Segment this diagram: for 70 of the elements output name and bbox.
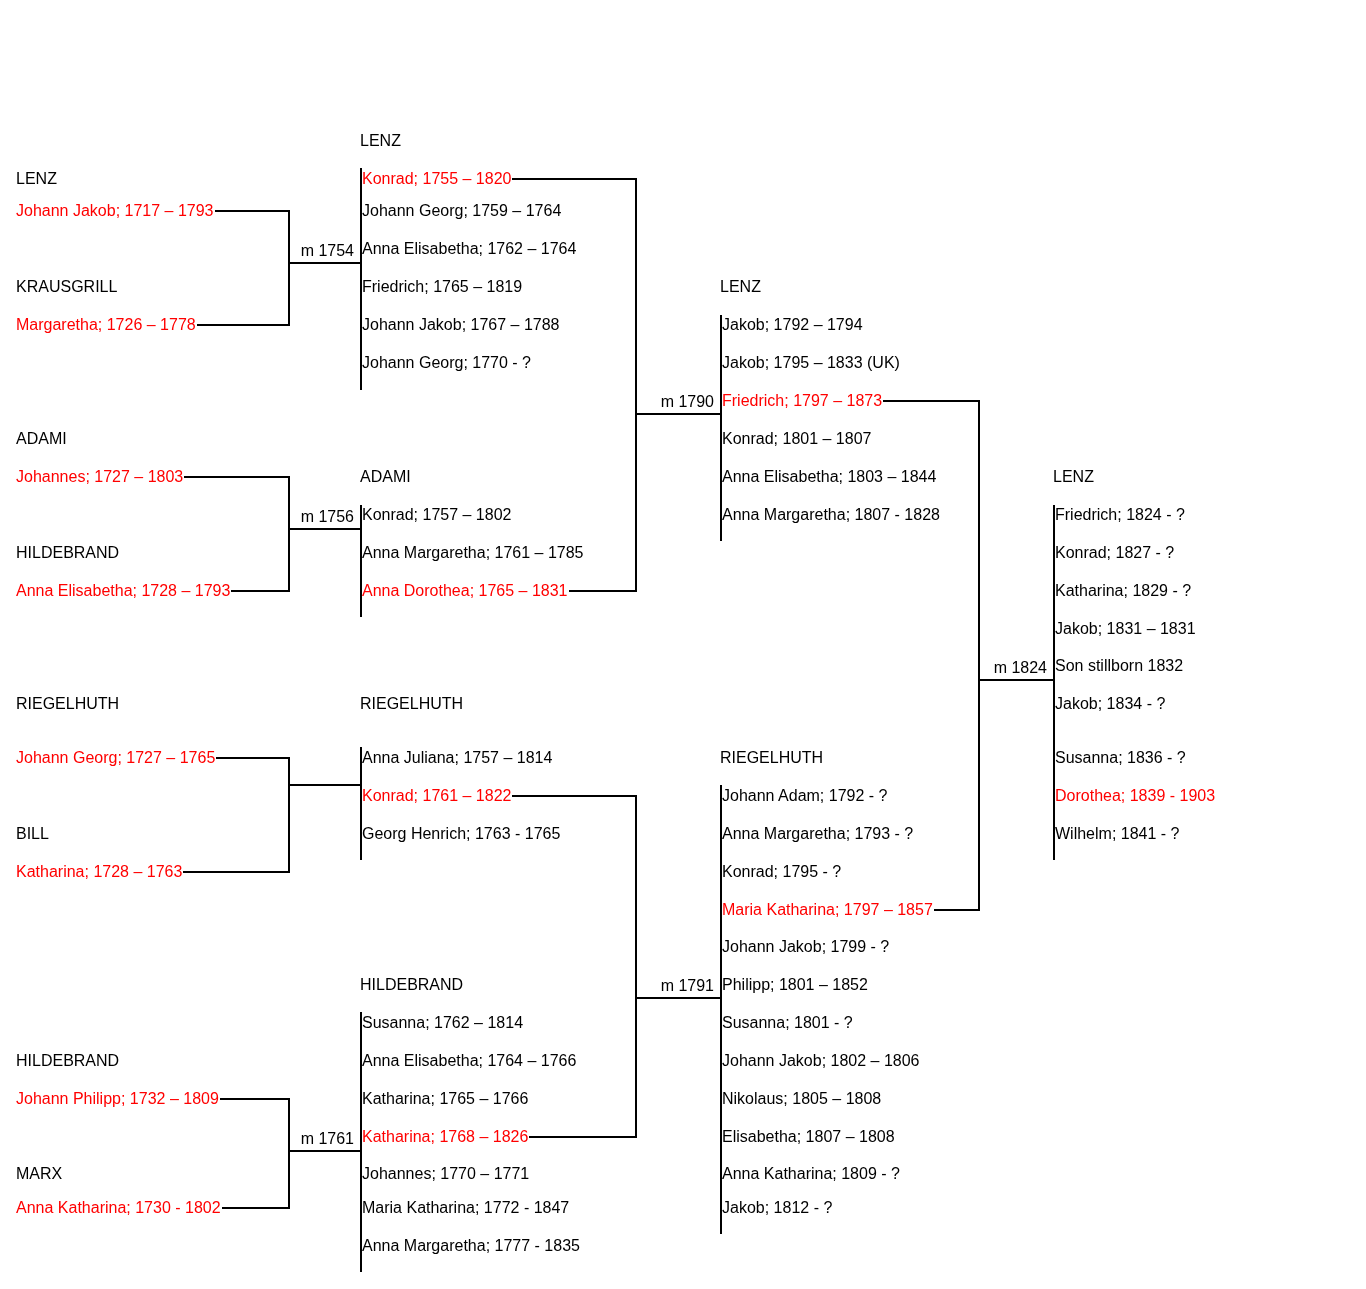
person-name: Jakob; 1792 – 1794 (722, 314, 979, 336)
person-name: Jakob; 1834 - ? (1055, 693, 1300, 715)
person-name: Friedrich; 1824 - ? (1055, 504, 1300, 526)
surname-heading: HILDEBRAND (360, 975, 464, 995)
surname-heading: LENZ (720, 277, 761, 297)
person-name: Susanna; 1836 - ? (1055, 747, 1300, 769)
person-name: Friedrich; 1797 – 1873 (722, 390, 979, 412)
person-name: Johann Adam; 1792 - ? (722, 785, 979, 807)
person-name: Johann Jakob; 1767 – 1788 (362, 314, 636, 336)
person-name: Anna Dorothea; 1765 – 1831 (362, 580, 636, 602)
surname-heading: ADAMI (16, 429, 67, 449)
person-name: Johann Jakob; 1799 - ? (722, 936, 979, 958)
person-name: Anna Margaretha; 1777 - 1835 (362, 1235, 636, 1257)
surname-heading: RIEGELHUTH (360, 694, 464, 714)
person-name: Katharina; 1728 – 1763 (16, 862, 183, 882)
surname-heading: LENZ (16, 169, 57, 189)
person-name: Konrad; 1795 - ? (722, 861, 979, 883)
person-name: Konrad; 1801 – 1807 (722, 428, 979, 450)
person-name: Philipp; 1801 – 1852 (722, 974, 979, 996)
person-name: Anna Katharina; 1730 - 1802 (16, 1198, 221, 1218)
person-name: Anna Elisabetha; 1728 – 1793 (16, 581, 231, 601)
person-name: Konrad; 1761 – 1822 (362, 785, 636, 807)
person-name: Konrad; 1757 – 1802 (362, 504, 636, 526)
person-name: Jakob; 1795 – 1833 (UK) (722, 352, 979, 374)
person-name: Johann Philipp; 1732 – 1809 (16, 1089, 219, 1109)
person-name: Anna Elisabetha; 1764 – 1766 (362, 1050, 636, 1072)
marriage-bracket (182, 784, 361, 873)
surname-heading: BILL (16, 824, 49, 844)
person-name: Johannes; 1727 – 1803 (16, 467, 184, 487)
surname-heading: LENZ (1053, 467, 1094, 487)
person-name: Anna Elisabetha; 1762 – 1764 (362, 238, 636, 260)
surname-heading: LENZ (360, 131, 401, 151)
surname-heading: MARX (16, 1164, 63, 1184)
person-name: Elisabetha; 1807 – 1808 (722, 1126, 979, 1148)
person-name: Nikolaus; 1805 – 1808 (722, 1088, 979, 1110)
person-name: Georg Henrich; 1763 - 1765 (362, 823, 636, 845)
person-name: Katharina; 1765 – 1766 (362, 1088, 636, 1110)
person-name: Katharina; 1768 – 1826 (362, 1126, 636, 1148)
surname-heading: HILDEBRAND (16, 1051, 120, 1071)
person-name: Johann Georg; 1759 – 1764 (362, 200, 636, 222)
person-name: Anna Margaretha; 1761 – 1785 (362, 542, 636, 564)
person-name: Son stillborn 1832 (1055, 655, 1300, 677)
person-name: Katharina; 1829 - ? (1055, 580, 1300, 602)
person-name: Konrad; 1755 – 1820 (362, 168, 636, 190)
person-name: Anna Margaretha; 1807 - 1828 (722, 504, 979, 526)
surname-heading: KRAUSGRILL (16, 277, 118, 297)
person-name: Johann Georg; 1770 - ? (362, 352, 636, 374)
person-name: Maria Katharina; 1797 – 1857 (722, 899, 979, 921)
person-name: Konrad; 1827 - ? (1055, 542, 1300, 564)
person-name: Susanna; 1801 - ? (722, 1012, 979, 1034)
person-name: Anna Juliana; 1757 – 1814 (362, 747, 636, 769)
person-name: Anna Elisabetha; 1803 – 1844 (722, 466, 979, 488)
surname-heading: HILDEBRAND (16, 543, 120, 563)
person-name: Jakob; 1812 - ? (722, 1197, 979, 1219)
person-name: Johann Georg; 1727 – 1765 (16, 748, 216, 768)
person-name: Anna Katharina; 1809 - ? (722, 1163, 979, 1185)
person-name: Friedrich; 1765 – 1819 (362, 276, 636, 298)
surname-heading: ADAMI (360, 467, 411, 487)
person-name: Anna Margaretha; 1793 - ? (722, 823, 979, 845)
person-name: Wilhelm; 1841 - ? (1055, 823, 1300, 845)
person-name: Johannes; 1770 – 1771 (362, 1163, 636, 1185)
person-name: Dorothea; 1839 - 1903 (1055, 785, 1300, 807)
surname-heading: RIEGELHUTH (720, 748, 824, 768)
surname-heading: RIEGELHUTH (16, 694, 120, 714)
person-name: Margaretha; 1726 – 1778 (16, 315, 196, 335)
person-name: Maria Katharina; 1772 - 1847 (362, 1197, 636, 1219)
person-name: Susanna; 1762 – 1814 (362, 1012, 636, 1034)
person-name: Jakob; 1831 – 1831 (1055, 618, 1300, 640)
person-name: Johann Jakob; 1802 – 1806 (722, 1050, 979, 1072)
person-name: Johann Jakob; 1717 – 1793 (16, 201, 214, 221)
